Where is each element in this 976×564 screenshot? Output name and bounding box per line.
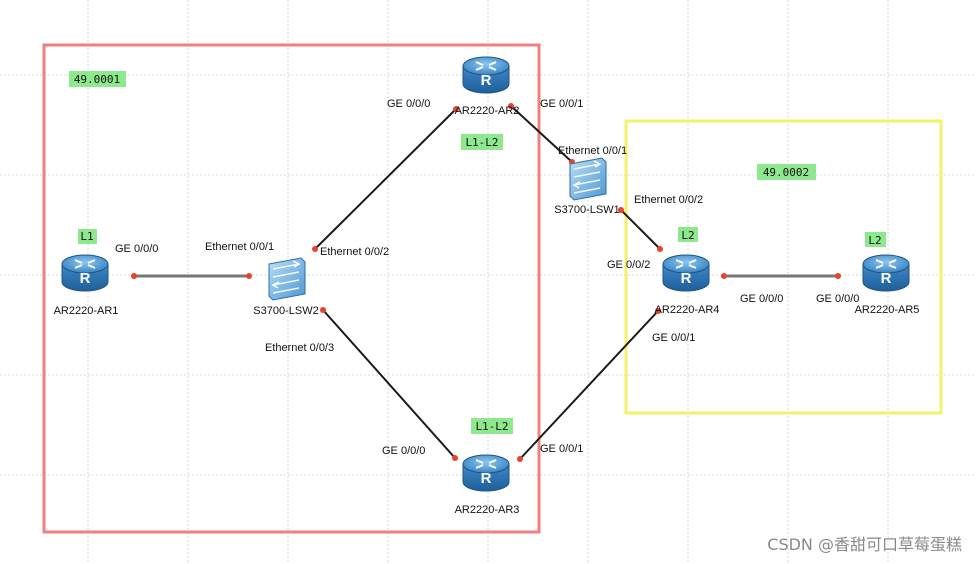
router-icon bbox=[462, 56, 510, 94]
link-lsw1-ar4[interactable] bbox=[620, 209, 661, 250]
port-label-lsw1-eth0-0-2: Ethernet 0/0/2 bbox=[634, 194, 703, 206]
device-ar3[interactable]: AR2220-AR3 L1-L2 bbox=[455, 418, 520, 516]
device-label: S3700-LSW2 bbox=[253, 305, 318, 317]
port-label-ar4-ge0-0-0: GE 0/0/0 bbox=[740, 293, 783, 305]
switch-icon bbox=[569, 157, 607, 201]
link-lsw2-ar3[interactable] bbox=[322, 309, 456, 459]
link-ar3-ar4[interactable] bbox=[519, 310, 659, 460]
port-dots bbox=[131, 103, 841, 462]
port-dot bbox=[618, 207, 624, 213]
port-dot bbox=[721, 273, 727, 279]
level-tag: L1 bbox=[80, 230, 93, 243]
port-label-ar4-ge0-0-1: GE 0/0/1 bbox=[652, 332, 695, 344]
area-tag-label: 49.0001 bbox=[74, 73, 120, 86]
level-tag: L2 bbox=[681, 229, 694, 242]
device-ar2[interactable]: AR2220-AR2 L1-L2 bbox=[455, 56, 520, 150]
device-ar1[interactable]: AR2220-AR1 L1 bbox=[54, 229, 119, 317]
link-lsw2-ar2[interactable] bbox=[314, 108, 457, 250]
port-label-ar2-ge0-0-1: GE 0/0/1 bbox=[540, 98, 583, 110]
router-icon bbox=[462, 454, 510, 492]
device-ar5[interactable]: AR2220-AR5 L2 bbox=[855, 232, 920, 316]
port-label-lsw2-eth0-0-2: Ethernet 0/0/2 bbox=[320, 246, 389, 258]
device-label: AR2220-AR2 bbox=[455, 105, 520, 117]
port-labels: GE 0/0/0 Ethernet 0/0/1 Ethernet 0/0/2 G… bbox=[115, 98, 859, 457]
watermark: CSDN @香甜可口草莓蛋糕 bbox=[767, 535, 962, 554]
switch-icon bbox=[268, 257, 306, 301]
port-dot bbox=[452, 455, 458, 461]
port-label-ar5-ge0-0-0: GE 0/0/0 bbox=[816, 293, 859, 305]
port-label-ar2-ge0-0-0: GE 0/0/0 bbox=[387, 98, 430, 110]
device-ar4[interactable]: AR2220-AR4 L2 bbox=[655, 227, 720, 316]
port-label-lsw2-eth0-0-1: Ethernet 0/0/1 bbox=[205, 241, 274, 253]
router-icon bbox=[862, 254, 910, 292]
port-dot bbox=[657, 246, 663, 252]
port-label-lsw2-eth0-0-3: Ethernet 0/0/3 bbox=[265, 342, 334, 354]
port-label-ar3-ge0-0-1: GE 0/0/1 bbox=[540, 443, 583, 455]
port-dot bbox=[312, 246, 318, 252]
area-tag-49-0002: 49.0002 bbox=[757, 164, 816, 180]
device-lsw2[interactable]: S3700-LSW2 bbox=[253, 257, 319, 317]
area-box-49-0002[interactable] bbox=[624, 119, 943, 415]
area-box-49-0001[interactable] bbox=[42, 43, 541, 534]
port-dot bbox=[453, 106, 459, 112]
port-dot bbox=[246, 273, 252, 279]
port-dot bbox=[131, 273, 137, 279]
area-tag-49-0001: 49.0001 bbox=[69, 71, 126, 87]
device-label: AR2220-AR3 bbox=[455, 504, 520, 516]
level-tag: L1-L2 bbox=[465, 136, 498, 149]
device-label: AR2220-AR4 bbox=[655, 304, 720, 316]
level-tag: L2 bbox=[868, 234, 881, 247]
device-label: AR2220-AR5 bbox=[855, 304, 920, 316]
link-ar2-lsw1[interactable] bbox=[510, 105, 573, 163]
port-label-ar3-ge0-0-0: GE 0/0/0 bbox=[382, 445, 425, 457]
port-label-ar1-ge0-0-0: GE 0/0/0 bbox=[115, 243, 158, 255]
port-dot bbox=[320, 307, 326, 313]
port-dot bbox=[835, 273, 841, 279]
router-icon bbox=[662, 254, 710, 292]
device-label: S3700-LSW1 bbox=[554, 204, 619, 216]
port-dot bbox=[508, 103, 514, 109]
level-tag: L1-L2 bbox=[475, 420, 508, 433]
router-icon bbox=[61, 254, 109, 292]
port-label-lsw1-eth0-0-1: Ethernet 0/0/1 bbox=[558, 145, 627, 157]
device-label: AR2220-AR1 bbox=[54, 305, 119, 317]
port-dot bbox=[517, 456, 523, 462]
links bbox=[134, 105, 838, 460]
area-tag-label: 49.0002 bbox=[763, 166, 809, 179]
port-dot bbox=[655, 308, 661, 314]
device-lsw1[interactable]: S3700-LSW1 bbox=[554, 157, 620, 216]
port-label-ar4-ge0-0-2: GE 0/0/2 bbox=[607, 259, 650, 271]
